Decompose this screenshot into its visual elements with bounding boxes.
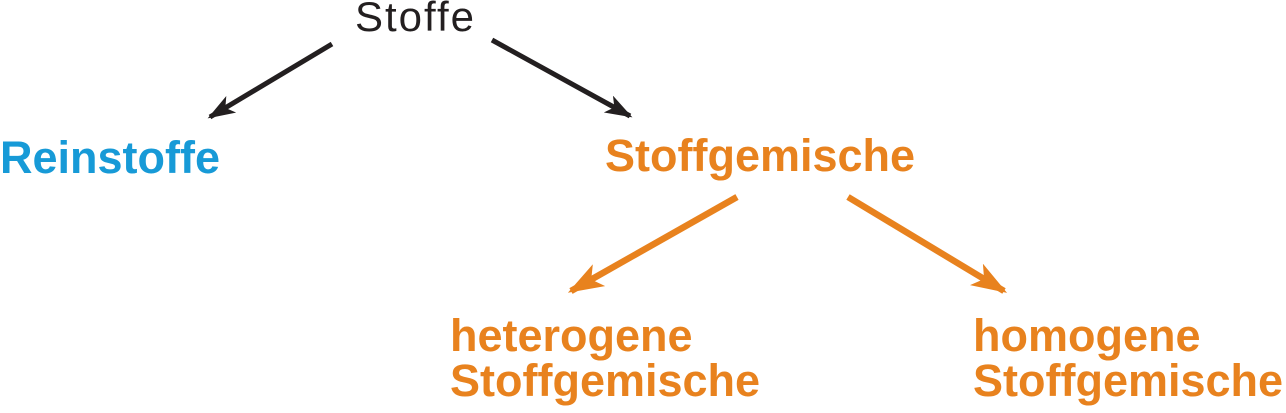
arrow-stoffgemische-to-homogene xyxy=(846,194,1008,294)
arrow-stoffe-to-reinstoffe xyxy=(207,41,334,120)
node-stoffe: Stoffe xyxy=(355,0,476,40)
node-homogene-line2: Stoffgemische xyxy=(973,355,1284,406)
arrow-stoffe-to-stoffgemische xyxy=(490,37,633,119)
node-stoffgemische: Stoffgemische xyxy=(605,130,916,181)
node-heterogene-line1: heterogene xyxy=(450,310,693,361)
node-homogene-stoffgemische: homogene Stoffgemische xyxy=(973,313,1283,403)
node-heterogene-stoffgemische: heterogene Stoffgemische xyxy=(450,313,760,403)
node-reinstoffe: Reinstoffe xyxy=(0,132,221,183)
node-homogene-line1: homogene xyxy=(973,310,1201,361)
arrow-stoffgemische-to-heterogene xyxy=(567,194,739,294)
node-heterogene-line2: Stoffgemische xyxy=(450,355,761,406)
